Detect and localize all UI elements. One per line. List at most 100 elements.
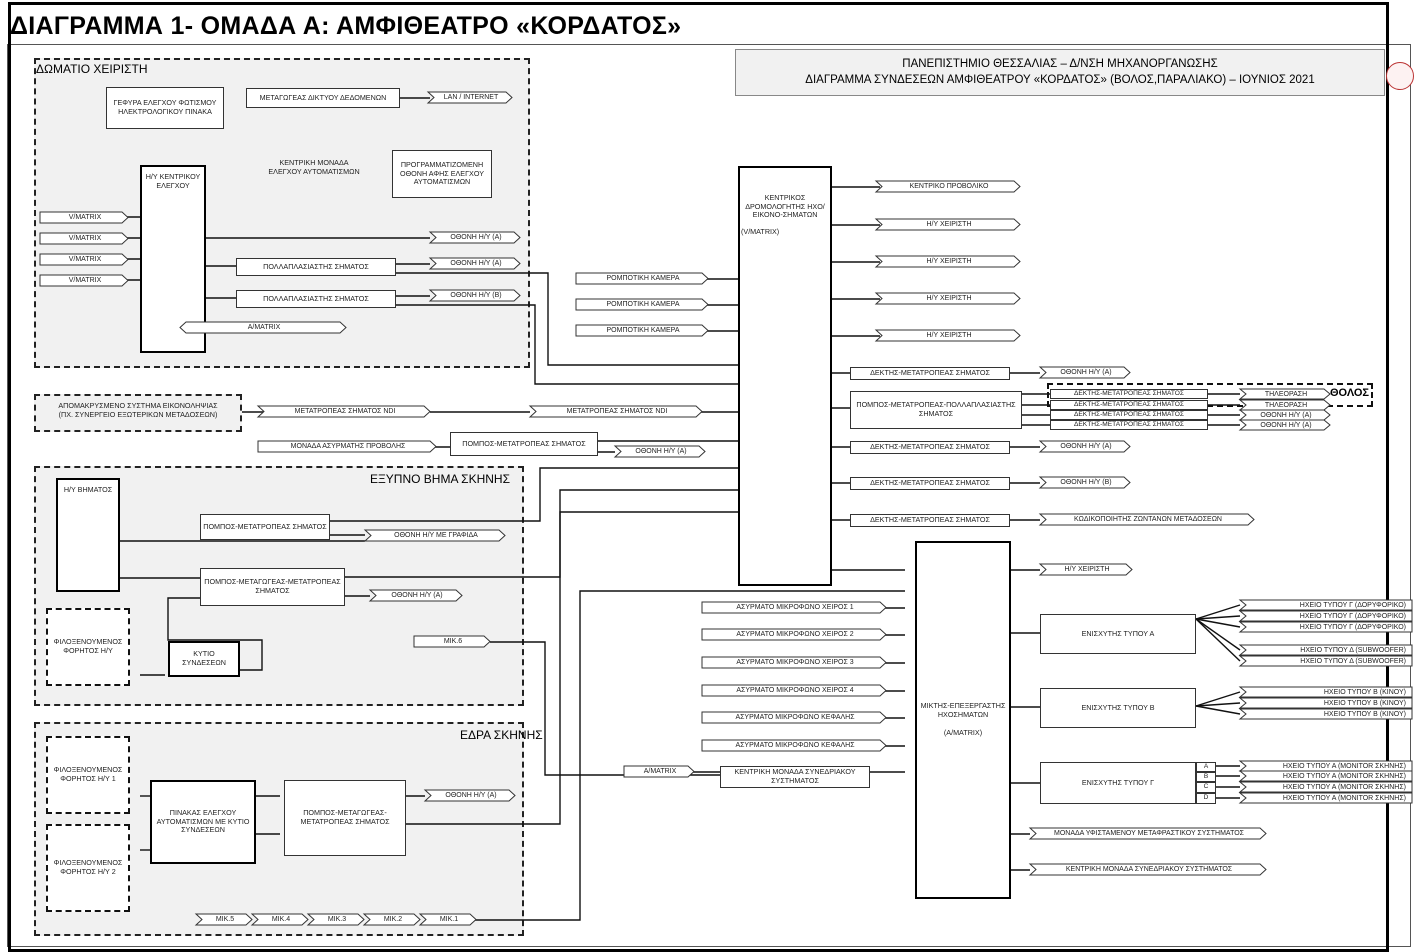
speaker-d-1: ΗΧΕΙΟ ΤΥΠΟΥ Δ (SUBWOOFER) bbox=[1238, 644, 1413, 656]
amp-c-letter-b: B bbox=[1196, 772, 1216, 782]
amp-c-letter-d: D bbox=[1196, 793, 1216, 804]
stage-pc-box: Η/Υ ΒΗΜΑΤΟΣ bbox=[56, 478, 120, 592]
speaker-d-2: ΗΧΕΙΟ ΤΥΠΟΥ Δ (SUBWOOFER) bbox=[1238, 655, 1413, 667]
dome-screen-2: ΟΘΟΝΗ Η/Υ (Α) bbox=[1238, 419, 1331, 431]
seat-mic-3: ΜΙΚ.3 bbox=[306, 913, 365, 926]
stage-guest-laptop: ΦΙΛΟΞΕΝΟΥΜΕΝΟΣ ΦΟΡΗΤΟΣ Η/Υ bbox=[46, 608, 130, 686]
router-out-pc-4: Η/Υ ΧΕΙΡΙΣΤΗ bbox=[874, 329, 1021, 342]
seat-tx-switch: ΠΟΜΠΟΣ-ΜΕΤΑΓΩΓΕΑΣ-ΜΕΤΑΤΡΟΠΕΑΣ ΣΗΜΑΤΟΣ bbox=[284, 780, 406, 856]
amatrix-link: A/MATRIX bbox=[179, 321, 347, 334]
vmatrix-in-1: V/MATRIX bbox=[39, 211, 129, 224]
seat-mic-5: ΜΙΚ.5 bbox=[194, 913, 253, 926]
control-screen-a-1: ΟΘΟΝΗ Η/Υ (Α) bbox=[428, 231, 521, 244]
multiplier-box-1: ΠΟΛΛΑΠΛΑΣΙΑΣΤΗΣ ΣΗΜΑΤΟΣ bbox=[236, 258, 396, 276]
remote-tx-converter: ΠΟΜΠΟΣ-ΜΕΤΑΤΡΟΠΕΑΣ ΣΗΜΑΤΟΣ bbox=[450, 432, 598, 456]
mixer-conf-unit: ΚΕΝΤΡΙΚΗ ΜΟΝΑΔΑ ΣΥΝΕΔΡΙΑΚΟΥ ΣΥΣΤΗΜΑΤΟΣ bbox=[1028, 863, 1267, 876]
header-line-1: ΠΑΝΕΠΙΣΤΗΜΙΟ ΘΕΣΣΑΛΙΑΣ – Δ/ΝΣΗ ΜΗΧΑΝΟΡΓΑ… bbox=[902, 58, 1218, 70]
receiver-2: ΔΕΚΤΗΣ-ΜΕΤΑΤΡΟΠΕΑΣ ΣΗΜΑΤΟΣ bbox=[850, 441, 1010, 454]
amplifier-c: ΕΝΙΣΧΥΤΗΣ ΤΥΠΟΥ Γ bbox=[1040, 762, 1196, 804]
mic6-label: ΜΙΚ.6 bbox=[413, 635, 491, 648]
router-out-pc-2: Η/Υ ΧΕΙΡΙΣΤΗ bbox=[874, 255, 1021, 268]
lan-arrow: LAN / INTERNET bbox=[426, 91, 513, 104]
speaker-a-1: ΗΧΕΙΟ ΤΥΠΟΥ Α (MONITOR ΣΚΗΝΗΣ) bbox=[1238, 760, 1413, 772]
header-line-2: ΔΙΑΓΡΑΜΜΑ ΣΥΝΔΕΣΕΩΝ ΑΜΦΙΘΕΑΤΡΟΥ «ΚΟΡΔΑΤΟ… bbox=[805, 74, 1315, 86]
page-title: ΔΙΑΓΡΑΜΜΑ 1- ΟΜΑΔΑ Α: ΑΜΦΙΘΕΑΤΡΟ «ΚΟΡΔΑΤ… bbox=[10, 12, 682, 40]
lan-label: LAN / INTERNET bbox=[443, 94, 499, 101]
speaker-b-3: ΗΧΕΙΟ ΤΥΠΟΥ Β (ΚΙΝΟΥ) bbox=[1238, 708, 1413, 720]
remote-screen-a: ΟΘΟΝΗ Η/Υ (Α) bbox=[613, 445, 706, 458]
amp-c-letter-c: C bbox=[1196, 782, 1216, 793]
dome-receiver-3: ΔΕΚΤΗΣ-ΜΕΤΑΤΡΟΠΕΑΣ ΣΗΜΑΤΟΣ bbox=[1050, 410, 1208, 420]
wireless-mic-1: ΑΣΥΡΜΑΤΟ ΜΙΚΡΟΦΩΝΟ ΧΕΙΡΟΣ 1 bbox=[701, 601, 887, 614]
audio-mixer-sub: (A/MATRIX) bbox=[943, 728, 983, 738]
remote-system-label: ΑΠΟΜΑΚΡΥΣΜΕΝΟ ΣΥΣΤΗΜΑ ΕΙΚΟΝΟΛΗΨΙΑΣ (ΠΧ. … bbox=[36, 400, 240, 422]
touch-screen-label: ΠΡΟΓΡΑΜΜΑΤΙΖΟΜΕΝΗ ΟΘΟΝΗ ΑΦΗΣ ΕΛΕΓΧΟΥ ΑΥΤ… bbox=[392, 150, 492, 198]
vmatrix-in-2: V/MATRIX bbox=[39, 232, 129, 245]
ndi-converter-2: ΜΕΤΑΤΡΟΠΕΑΣ ΣΗΜΑΤΟΣ NDI bbox=[528, 405, 703, 418]
seat-mic-1: ΜΙΚ.1 bbox=[418, 913, 477, 926]
conference-amatrix: A/MATRIX bbox=[623, 765, 695, 778]
dome-label: ΘΟΛΟΣ bbox=[1330, 387, 1370, 399]
central-router-box: ΚΕΝΤΡΙΚΟΣ ΔΡΟΜΟΛΟΓΗΤΗΣ ΗΧΟ/ΕΙΚΟΝΟ-ΣΗΜΑΤΩ… bbox=[738, 166, 832, 586]
dome-screen-1: ΟΘΟΝΗ Η/Υ (Α) bbox=[1238, 409, 1331, 421]
control-screen-b: ΟΘΟΝΗ Η/Υ (Β) bbox=[428, 289, 521, 302]
dome-zone bbox=[1047, 383, 1373, 407]
remote-system-sub: (ΠΧ. ΣΥΝΕΡΓΕΙΟ ΕΞΩΤΕΡΙΚΩΝ ΜΕΤΑΔΟΣΕΩΝ) bbox=[58, 410, 218, 419]
vmatrix-in-3: V/MATRIX bbox=[39, 253, 129, 266]
diagram-frame bbox=[7, 44, 1411, 947]
central-router-label: ΚΕΝΤΡΙΚΟΣ ΔΡΟΜΟΛΟΓΗΤΗΣ ΗΧΟ/ΕΙΚΟΝΟ-ΣΗΜΑΤΩ… bbox=[745, 193, 825, 220]
speaker-a-2: ΗΧΕΙΟ ΤΥΠΟΥ Α (MONITOR ΣΚΗΝΗΣ) bbox=[1238, 770, 1413, 782]
wireless-projection-unit: ΜΟΝΑΔΑ ΑΣΥΡΜΑΤΗΣ ΠΡΟΒΟΛΗΣ bbox=[257, 440, 437, 453]
seat-mic-2: ΜΙΚ.2 bbox=[362, 913, 421, 926]
audio-mixer-label: ΜΙΚΤΗΣ-ΕΠΕΞΕΡΓΑΣΤΗΣ ΗΧΟΣΗΜΑΤΩΝ bbox=[920, 701, 1006, 719]
seat-screen-a: ΟΘΟΝΗ Η/Υ (Α) bbox=[423, 789, 516, 802]
router-out-projector: ΚΕΝΤΡΙΚΟ ΠΡΟΒΟΛΙΚΟ bbox=[874, 180, 1021, 193]
wireless-mic-3: ΑΣΥΡΜΑΤΟ ΜΙΚΡΟΦΩΝΟ ΧΕΙΡΟΣ 3 bbox=[701, 656, 887, 669]
receiver-1-screen: ΟΘΟΝΗ Η/Υ (Α) bbox=[1038, 366, 1131, 379]
dome-receiver-4: ΔΕΚΤΗΣ-ΜΕΤΑΤΡΟΠΕΑΣ ΣΗΜΑΤΟΣ bbox=[1050, 420, 1208, 430]
stage-tx-converter: ΠΟΜΠΟΣ-ΜΕΤΑΤΡΟΠΕΑΣ ΣΗΜΑΤΟΣ bbox=[200, 514, 330, 540]
robotic-camera-3: ΡΟΜΠΟΤΙΚΗ ΚΑΜΕΡΑ bbox=[575, 324, 709, 337]
audio-mixer-box: ΜΙΚΤΗΣ-ΕΠΕΞΕΡΓΑΣΤΗΣ ΗΧΟΣΗΜΑΤΩΝ (A/MATRIX… bbox=[915, 541, 1011, 899]
lighting-bridge-box: ΓΕΦΥΡΑ ΕΛΕΓΧΟΥ ΦΩΤΙΣΜΟΥ ΗΛΕΚΤΡΟΛΟΓΙΚΟΥ Π… bbox=[106, 87, 224, 129]
remote-system-title: ΑΠΟΜΑΚΡΥΣΜΕΝΟ ΣΥΣΤΗΜΑ ΕΙΚΟΝΟΛΗΨΙΑΣ bbox=[58, 401, 218, 411]
vmatrix-label-3: V/MATRIX bbox=[68, 256, 102, 263]
control-screen-a-2: ΟΘΟΝΗ Η/Υ (Α) bbox=[428, 257, 521, 270]
speaker-g-2: ΗΧΕΙΟ ΤΥΠΟΥ Γ (ΔΟΡΥΦΟΡΙΚΟ) bbox=[1238, 610, 1413, 622]
speaker-a-4: ΗΧΕΙΟ ΤΥΠΟΥ Α (MONITOR ΣΚΗΝΗΣ) bbox=[1238, 792, 1413, 804]
remote-system-zone bbox=[34, 394, 242, 432]
wireless-mic-2: ΑΣΥΡΜΑΤΟ ΜΙΚΡΟΦΩΝΟ ΧΕΙΡΟΣ 2 bbox=[701, 628, 887, 641]
seat-mic-4: ΜΙΚ.4 bbox=[250, 913, 309, 926]
tx-multiplier: ΠΟΜΠΟΣ-ΜΕΤΑΤΡΟΠΕΑΣ-ΠΟΛΛΑΠΛΑΣΙΑΣΤΗΣ ΣΗΜΑΤ… bbox=[850, 391, 1022, 429]
stage-room-label: ΕΞΥΠΝΟ ΒΗΜΑ ΣΚΗΝΗΣ bbox=[370, 472, 510, 486]
seat-guest-laptop-1: ΦΙΛΟΞΕΝΟΥΜΕΝΟΣ ΦΟΡΗΤΟΣ Η/Υ 1 bbox=[46, 736, 130, 814]
diagram-header: ΠΑΝΕΠΙΣΤΗΜΙΟ ΘΕΣΣΑΛΙΑΣ – Δ/ΝΣΗ ΜΗΧΑΝΟΡΓΑ… bbox=[735, 49, 1385, 96]
speaker-a-3: ΗΧΕΙΟ ΤΥΠΟΥ Α (MONITOR ΣΚΗΝΗΣ) bbox=[1238, 781, 1413, 793]
robotic-camera-2: ΡΟΜΠΟΤΙΚΗ ΚΑΜΕΡΑ bbox=[575, 298, 709, 311]
vmatrix-in-4: V/MATRIX bbox=[39, 274, 129, 287]
wireless-head-mic-1: ΑΣΥΡΜΑΤΟ ΜΙΚΡΟΦΩΝΟ ΚΕΦΑΛΗΣ bbox=[701, 711, 887, 724]
speaker-b-2: ΗΧΕΙΟ ΤΥΠΟΥ Β (ΚΙΝΟΥ) bbox=[1238, 697, 1413, 709]
central-router-sub: (V/MATRIX) bbox=[741, 226, 780, 236]
seat-room-label: ΕΔΡΑ ΣΚΗΝΗΣ bbox=[460, 728, 543, 742]
vmatrix-label-2: V/MATRIX bbox=[68, 235, 102, 242]
live-encoder: ΚΩΔΙΚΟΠΟΙΗΤΗΣ ΖΩΝΤΑΝΩΝ ΜΕΤΑΔΟΣΕΩΝ bbox=[1038, 513, 1255, 526]
receiver-3: ΔΕΚΤΗΣ-ΜΕΤΑΤΡΟΠΕΑΣ ΣΗΜΑΤΟΣ bbox=[850, 477, 1010, 490]
wireless-mic-4: ΑΣΥΡΜΑΤΟ ΜΙΚΡΟΦΩΝΟ ΧΕΙΡΟΣ 4 bbox=[701, 684, 887, 697]
speaker-b-1: ΗΧΕΙΟ ΤΥΠΟΥ Β (ΚΙΝΟΥ) bbox=[1238, 686, 1413, 698]
amplifier-b: ΕΝΙΣΧΥΤΗΣ ΤΥΠΟΥ Β bbox=[1040, 688, 1196, 728]
dome-receiver-1: ΔΕΚΤΗΣ-ΜΕΤΑΤΡΟΠΕΑΣ ΣΗΜΑΤΟΣ bbox=[1050, 389, 1208, 399]
ndi-converter-1: ΜΕΤΑΤΡΟΠΕΑΣ ΣΗΜΑΤΟΣ NDI bbox=[256, 405, 431, 418]
stage-tx-switch: ΠΟΜΠΟΣ-ΜΕΤΑΓΩΓΕΑΣ-ΜΕΤΑΤΡΟΠΕΑΣ ΣΗΜΑΤΟΣ bbox=[200, 568, 345, 606]
router-out-pc-3: Η/Υ ΧΕΙΡΙΣΤΗ bbox=[874, 292, 1021, 305]
seat-guest-laptop-2: ΦΙΛΟΞΕΝΟΥΜΕΝΟΣ ΦΟΡΗΤΟΣ Η/Υ 2 bbox=[46, 824, 130, 912]
stage-screen-a: ΟΘΟΝΗ Η/Υ (Α) bbox=[368, 589, 463, 602]
robotic-camera-1: ΡΟΜΠΟΤΙΚΗ ΚΑΜΕΡΑ bbox=[575, 272, 709, 285]
university-logo bbox=[1386, 62, 1414, 90]
translation-unit: ΜΟΝΑΔΑ ΥΦΙΣΤΑΜΕΝΟΥ ΜΕΤΑΦΡΑΣΤΙΚΟΥ ΣΥΣΤΗΜΑ… bbox=[1028, 827, 1267, 840]
receiver-1: ΔΕΚΤΗΣ-ΜΕΤΑΤΡΟΠΕΑΣ ΣΗΜΑΤΟΣ bbox=[850, 367, 1010, 380]
network-switch-box: ΜΕΤΑΓΩΓΕΑΣ ΔΙΚΤΥΟΥ ΔΕΔΟΜΕΝΩΝ bbox=[246, 88, 400, 108]
amplifier-a: ΕΝΙΣΧΥΤΗΣ ΤΥΠΟΥ Α bbox=[1040, 614, 1196, 654]
vmatrix-label-4: V/MATRIX bbox=[68, 277, 102, 284]
mixer-pc-out: Η/Υ ΧΕΙΡΙΣΤΗ bbox=[1038, 563, 1133, 576]
